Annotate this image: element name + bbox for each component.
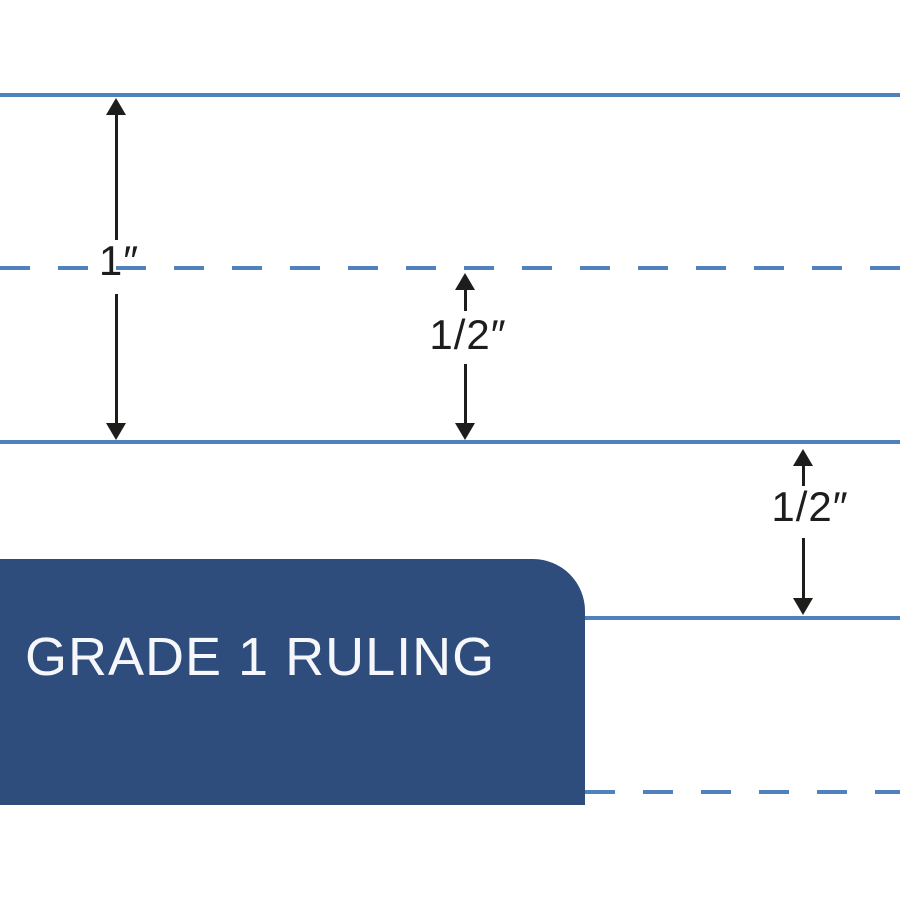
measurement-label-half-inch-upper: 1/2″ bbox=[429, 311, 507, 358]
arrow-shaft bbox=[114, 294, 118, 426]
ruled-line-top-solid bbox=[0, 93, 900, 97]
arrowhead-up-icon bbox=[106, 98, 126, 115]
arrowhead-down-icon bbox=[455, 423, 475, 440]
ruled-line-baseline-solid bbox=[0, 440, 900, 444]
arrowhead-up-icon bbox=[455, 273, 475, 290]
arrowhead-down-icon bbox=[793, 598, 813, 615]
title-badge: GRADE 1 RULING bbox=[0, 559, 585, 805]
ruled-line-midline-dashed bbox=[0, 266, 900, 270]
ruled-line-second-row-dashed bbox=[585, 790, 900, 794]
measurement-label-one-inch: 1″ bbox=[98, 237, 140, 284]
arrow-shaft bbox=[114, 112, 118, 240]
title-badge-label: GRADE 1 RULING bbox=[25, 627, 496, 687]
ruled-line-second-row-solid bbox=[585, 616, 900, 620]
arrowhead-down-icon bbox=[106, 423, 126, 440]
arrowhead-up-icon bbox=[793, 449, 813, 466]
arrow-shaft bbox=[463, 287, 467, 311]
arrow-shaft bbox=[801, 463, 805, 486]
measurement-label-half-inch-lower: 1/2″ bbox=[771, 483, 849, 530]
arrow-shaft bbox=[801, 538, 805, 601]
arrow-shaft bbox=[463, 364, 467, 426]
